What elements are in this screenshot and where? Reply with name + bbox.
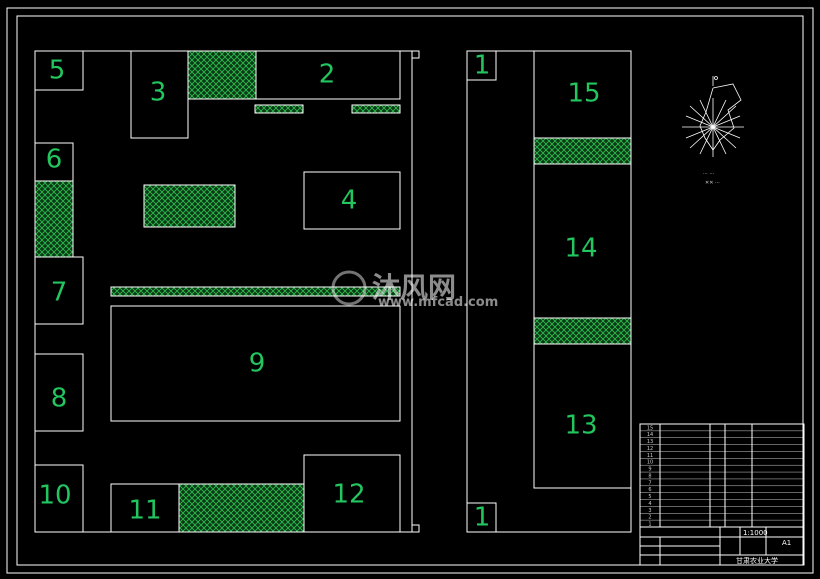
building-8	[34, 353, 84, 432]
building-10	[34, 464, 84, 533]
green-area-top	[187, 50, 257, 100]
green-strip-b	[351, 104, 401, 114]
watermark-logo-icon	[331, 270, 367, 306]
legend-row-number: 1	[648, 522, 651, 528]
green-area-bottom	[178, 483, 305, 533]
building-13-label: 13	[564, 411, 597, 441]
green-strip-14-13	[533, 317, 632, 345]
building-9	[110, 305, 401, 422]
legend-row-number: 15	[647, 425, 653, 431]
building-15-label: 15	[567, 79, 600, 109]
legend-row-number: 7	[648, 480, 651, 486]
title-block-school: 甘肃农业大学	[736, 556, 778, 565]
building-14-label: 14	[564, 234, 597, 264]
legend-row-number: 13	[647, 439, 653, 445]
legend-table	[639, 423, 805, 566]
building-3-label: 3	[150, 78, 167, 108]
building-5	[34, 50, 84, 91]
wind-rose-icon	[682, 76, 744, 157]
building-4-label: 4	[341, 186, 358, 216]
green-strip-a	[254, 104, 304, 114]
title-block-scale: 1:1000	[743, 529, 768, 537]
green-area-left	[34, 180, 74, 258]
legend-row-number: 8	[648, 473, 651, 479]
building-13	[533, 343, 632, 489]
legend-row-number: 4	[648, 501, 651, 507]
legend-row-number: 6	[648, 487, 651, 493]
outer-frame	[6, 7, 814, 574]
gate-1-bottom-label: 1	[474, 503, 491, 533]
building-2-label: 2	[319, 60, 336, 90]
legend-row-number: 9	[648, 467, 651, 473]
inner-frame	[16, 15, 804, 566]
building-4	[303, 171, 401, 230]
legend-row-number: 11	[647, 453, 653, 459]
building-12-label: 12	[332, 480, 365, 510]
building-7	[34, 256, 84, 325]
building-10-label: 10	[38, 481, 71, 511]
legend-row-number: 14	[647, 432, 653, 438]
building-7-label: 7	[51, 278, 68, 308]
corner-marker-top	[411, 50, 420, 59]
watermark-url: www.mfcad.com	[378, 295, 498, 310]
green-strip-long	[110, 286, 401, 297]
green-area-center	[143, 184, 236, 228]
legend-row-number: 10	[647, 460, 653, 466]
title-block-sheet: A1	[782, 539, 791, 547]
wind-rose-caption: ··· ···	[703, 171, 715, 177]
green-strip-15-14	[533, 137, 632, 165]
legend-row-number: 3	[648, 508, 651, 514]
building-8-label: 8	[51, 384, 68, 414]
building-9-label: 9	[249, 349, 266, 379]
building-6-label: 6	[46, 145, 63, 175]
building-11-label: 11	[128, 496, 161, 526]
watermark-brand: 沐风网	[372, 271, 456, 304]
legend-row-number: 12	[647, 446, 653, 452]
building-2	[255, 50, 401, 100]
gate-1-top	[466, 50, 497, 81]
building-5-label: 5	[49, 56, 66, 86]
gate-1-bottom	[466, 502, 497, 533]
legend-row-number: 2	[648, 515, 651, 521]
green-legend-caption: ✕✕ ···	[705, 180, 720, 186]
gate-1-top-label: 1	[474, 51, 491, 81]
building-12	[303, 454, 401, 533]
legend-row-number: 5	[648, 494, 651, 500]
corner-marker-bottom	[411, 524, 420, 533]
right-site-boundary	[466, 50, 632, 533]
watermark: 沐风网 www.mfcad.com	[331, 270, 498, 310]
